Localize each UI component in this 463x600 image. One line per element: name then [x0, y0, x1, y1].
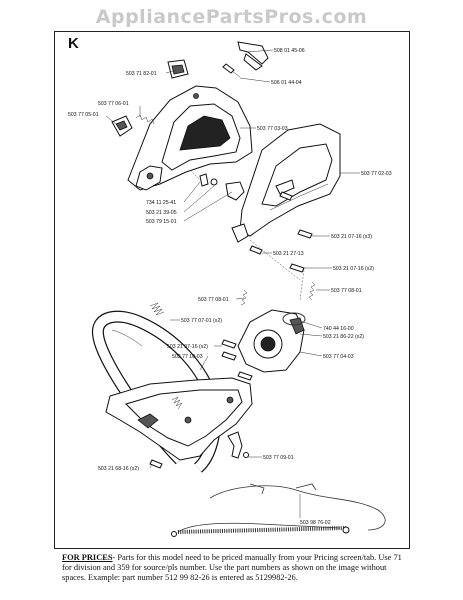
spring-part: [240, 289, 248, 306]
part-labels: 508 01 45-06 503 71 82-01 506 01 44-04 5…: [68, 48, 392, 526]
part-label: 503 21 07-16 (x2): [333, 266, 374, 272]
part-label: 503 77 09-01: [263, 455, 294, 461]
handle-housing-part: [127, 85, 253, 191]
pricing-note-text: - Parts for this model need to be priced…: [62, 553, 402, 582]
watermark: AppliancePartsPros.com: [95, 6, 368, 28]
part-label: 506 01 44-04: [271, 80, 302, 86]
cable-assembly-part: [171, 483, 386, 537]
part-label: 508 01 45-06: [274, 48, 305, 54]
part-label: 503 21 86-22 (x2): [323, 334, 364, 340]
screw-part: [149, 371, 253, 469]
part-label: 503 21 07-16 (x2): [167, 344, 208, 350]
spring-part: [308, 281, 316, 301]
screw-part: [249, 191, 313, 273]
lever-part: [111, 115, 133, 137]
part-label: 503 77 08-01: [198, 297, 229, 303]
o-ring-part: [282, 312, 306, 326]
part-label: 503 77 05-01: [68, 112, 99, 118]
part-label: 503 77 07-01 (x2): [181, 318, 222, 324]
cover-part: [231, 123, 341, 243]
small-hardware-part: [199, 173, 245, 201]
part-label: 503 79 15-01: [146, 219, 177, 225]
part-label: 503 21 27-13: [273, 251, 304, 257]
lower-frame-part: [105, 377, 253, 461]
pricing-note: FOR PRICES- Parts for this model need to…: [62, 553, 412, 583]
part-label: 503 98 76-02: [300, 520, 331, 526]
section-letter: K: [68, 35, 79, 52]
leader-lines: [105, 49, 360, 518]
part-label: 503 77 02-03: [361, 171, 392, 177]
part-label: 503 77 06-01: [98, 101, 129, 107]
part-label: 503 71 82-01: [126, 71, 157, 77]
part-label: 503 21 07-16 (x3): [331, 234, 372, 240]
part-label: 503 21 39-05: [146, 210, 177, 216]
screw-part: [222, 63, 241, 78]
pricing-note-heading: FOR PRICES: [62, 553, 113, 562]
switch-block-part: [167, 59, 189, 79]
spring-part: [149, 302, 165, 316]
cylinder-housing-part: [237, 309, 305, 373]
spring-part: [171, 396, 183, 410]
part-label: 740 44 16-00: [323, 326, 354, 332]
part-label: 503 21 68-16 (x2): [98, 466, 139, 472]
part-label: 734 11 25-41: [146, 200, 176, 206]
diagram-frame: [54, 31, 410, 549]
part-label: 503 77 04-03: [323, 354, 354, 360]
part-label: 503 77 10-03: [172, 354, 203, 360]
hook-part: [227, 431, 249, 459]
part-label: 503 77 03-03: [257, 126, 288, 132]
part-label: 503 77 08-01: [331, 288, 362, 294]
clip-part: [237, 41, 269, 71]
screw-part: [221, 339, 237, 361]
